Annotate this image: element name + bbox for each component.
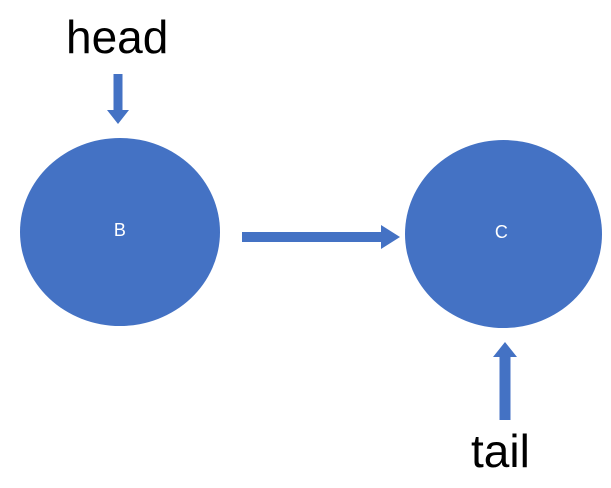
node-c[interactable]: C [405,140,602,328]
arrow-down-icon [107,74,129,124]
annotation-label-tail: tail [471,425,530,477]
arrow-right-icon[interactable] [242,222,401,252]
node-c-label: C [494,222,509,242]
annotation-label-head: head [66,11,169,63]
arrow-up-icon [493,342,517,420]
node-b[interactable]: B [20,138,220,326]
node-b-label: B [113,220,127,240]
